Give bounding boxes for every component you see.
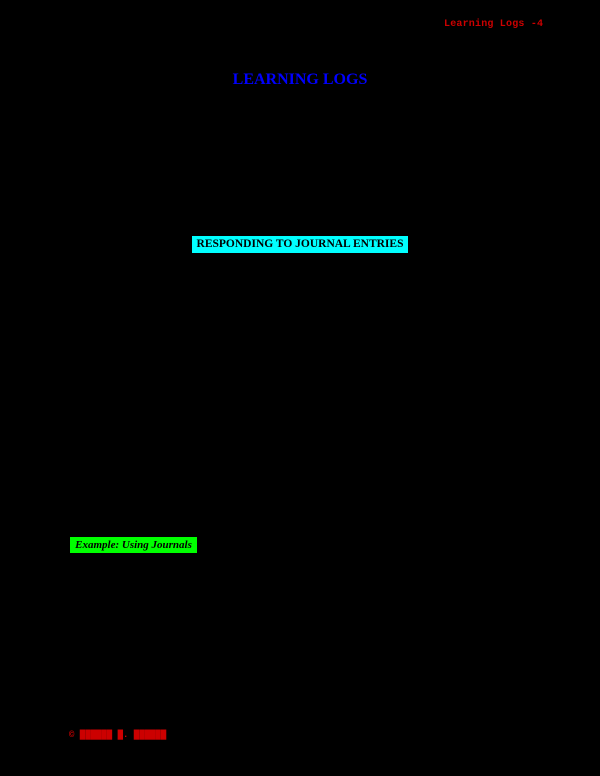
section-heading: RESPONDING TO JOURNAL ENTRIES — [192, 236, 408, 253]
running-header: Learning Logs -4 — [444, 19, 544, 30]
example-label: Example: Using Journals — [70, 537, 197, 553]
page-title: LEARNING LOGS — [232, 71, 368, 88]
copyright-footer: © ██████ █. ██████ — [69, 730, 167, 740]
